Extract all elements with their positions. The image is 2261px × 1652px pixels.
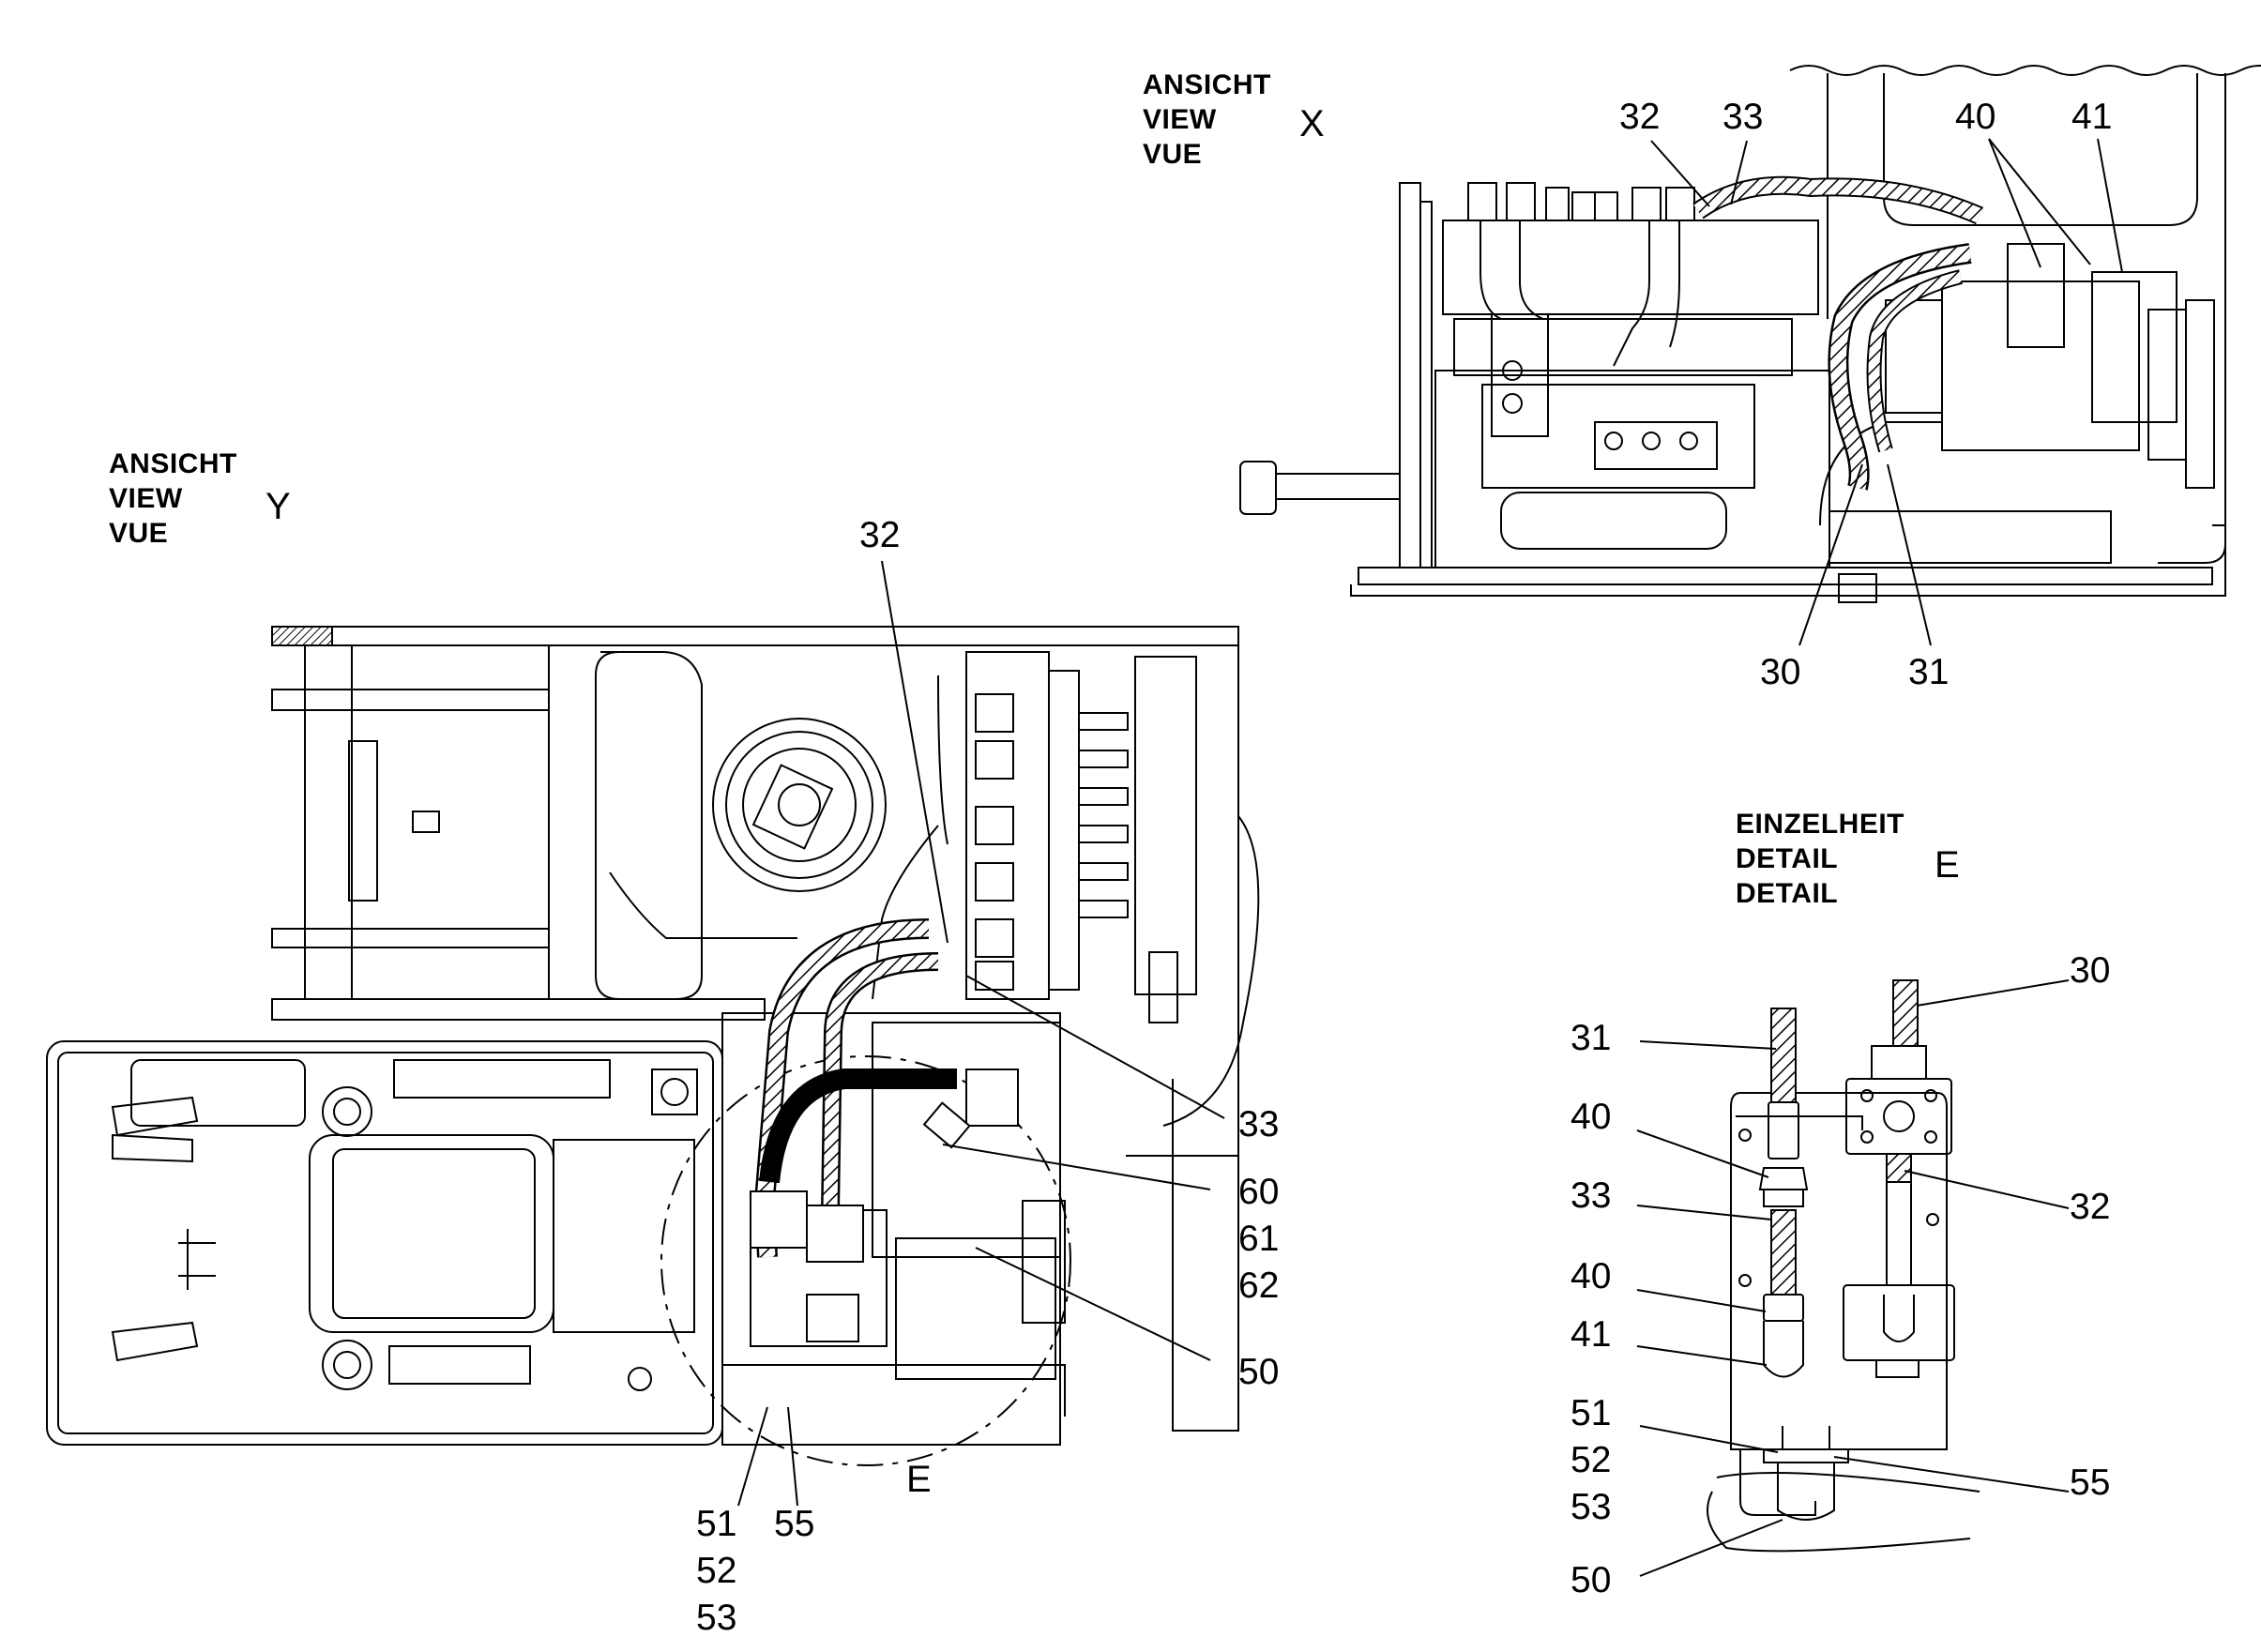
view-x-drawing bbox=[1239, 65, 2261, 603]
view-x-letter: X bbox=[1299, 103, 1325, 144]
callout-detail-e-30: 30 bbox=[2070, 950, 2111, 991]
callout-detail-e-31: 31 bbox=[1571, 1018, 1612, 1058]
callout-detail-e-40-upper: 40 bbox=[1571, 1097, 1612, 1137]
detail-e-hoses bbox=[1770, 979, 1919, 1296]
detail-e-leaders bbox=[1636, 979, 2070, 1577]
callout-detail-e-40-lower: 40 bbox=[1571, 1256, 1612, 1296]
callout-view-y-51: 51 bbox=[696, 1504, 737, 1544]
callout-view-y-62: 62 bbox=[1238, 1266, 1280, 1306]
view-x-title-line-1: ANSICHT bbox=[1143, 69, 1271, 100]
view-y-title-line-2: VIEW bbox=[109, 483, 183, 514]
detail-e-title-line-2: DETAIL bbox=[1736, 843, 1839, 874]
view-x-title: ANSICHT VIEW VUE bbox=[1143, 68, 1271, 172]
view-y-title: ANSICHT VIEW VUE bbox=[109, 447, 237, 551]
detail-e-drawing bbox=[1707, 1045, 1980, 1553]
callout-detail-e-33: 33 bbox=[1571, 1175, 1612, 1216]
callout-view-x-40: 40 bbox=[1955, 97, 1996, 137]
callout-view-x-41: 41 bbox=[2071, 97, 2113, 137]
callout-view-y-52: 52 bbox=[696, 1551, 737, 1591]
callout-detail-e-55: 55 bbox=[2070, 1463, 2111, 1503]
callout-view-y-55: 55 bbox=[774, 1504, 815, 1544]
callout-view-x-30: 30 bbox=[1760, 652, 1801, 692]
view-y-title-line-3: VUE bbox=[109, 518, 169, 549]
callout-view-y-33: 33 bbox=[1238, 1104, 1280, 1144]
detail-e-title-line-1: EINZELHEIT bbox=[1736, 809, 1905, 840]
callout-detail-e-51: 51 bbox=[1571, 1393, 1612, 1433]
callout-view-x-32: 32 bbox=[1619, 97, 1661, 137]
view-x-hoses bbox=[1692, 175, 1984, 491]
callout-view-x-33: 33 bbox=[1722, 97, 1764, 137]
detail-circle-label: E bbox=[906, 1459, 932, 1500]
view-x-title-line-2: VIEW bbox=[1143, 104, 1217, 135]
view-y-leaders bbox=[737, 560, 1225, 1507]
view-y-drawing bbox=[46, 626, 1260, 1466]
callout-view-x-31: 31 bbox=[1908, 652, 1950, 692]
callout-view-y-60: 60 bbox=[1238, 1172, 1280, 1212]
callout-view-y-53: 53 bbox=[696, 1598, 737, 1638]
callout-detail-e-32: 32 bbox=[2070, 1187, 2111, 1227]
callout-detail-e-53: 53 bbox=[1571, 1487, 1612, 1527]
detail-e-title-line-3: DETAIL bbox=[1736, 878, 1839, 909]
view-x-title-line-3: VUE bbox=[1143, 139, 1203, 170]
callout-detail-e-41: 41 bbox=[1571, 1314, 1612, 1355]
view-y-hoses bbox=[750, 918, 1019, 1342]
detail-e-letter: E bbox=[1935, 844, 1960, 886]
view-x-leaders bbox=[1650, 138, 2123, 646]
callout-detail-e-50: 50 bbox=[1571, 1560, 1612, 1600]
detail-e-title: EINZELHEIT DETAIL DETAIL bbox=[1736, 807, 1904, 911]
callout-detail-e-52: 52 bbox=[1571, 1440, 1612, 1480]
view-y-title-line-1: ANSICHT bbox=[109, 448, 237, 479]
callout-view-y-61: 61 bbox=[1238, 1219, 1280, 1259]
callout-view-y-50: 50 bbox=[1238, 1352, 1280, 1392]
view-y-letter: Y bbox=[266, 486, 291, 527]
callout-view-y-32: 32 bbox=[859, 515, 901, 555]
